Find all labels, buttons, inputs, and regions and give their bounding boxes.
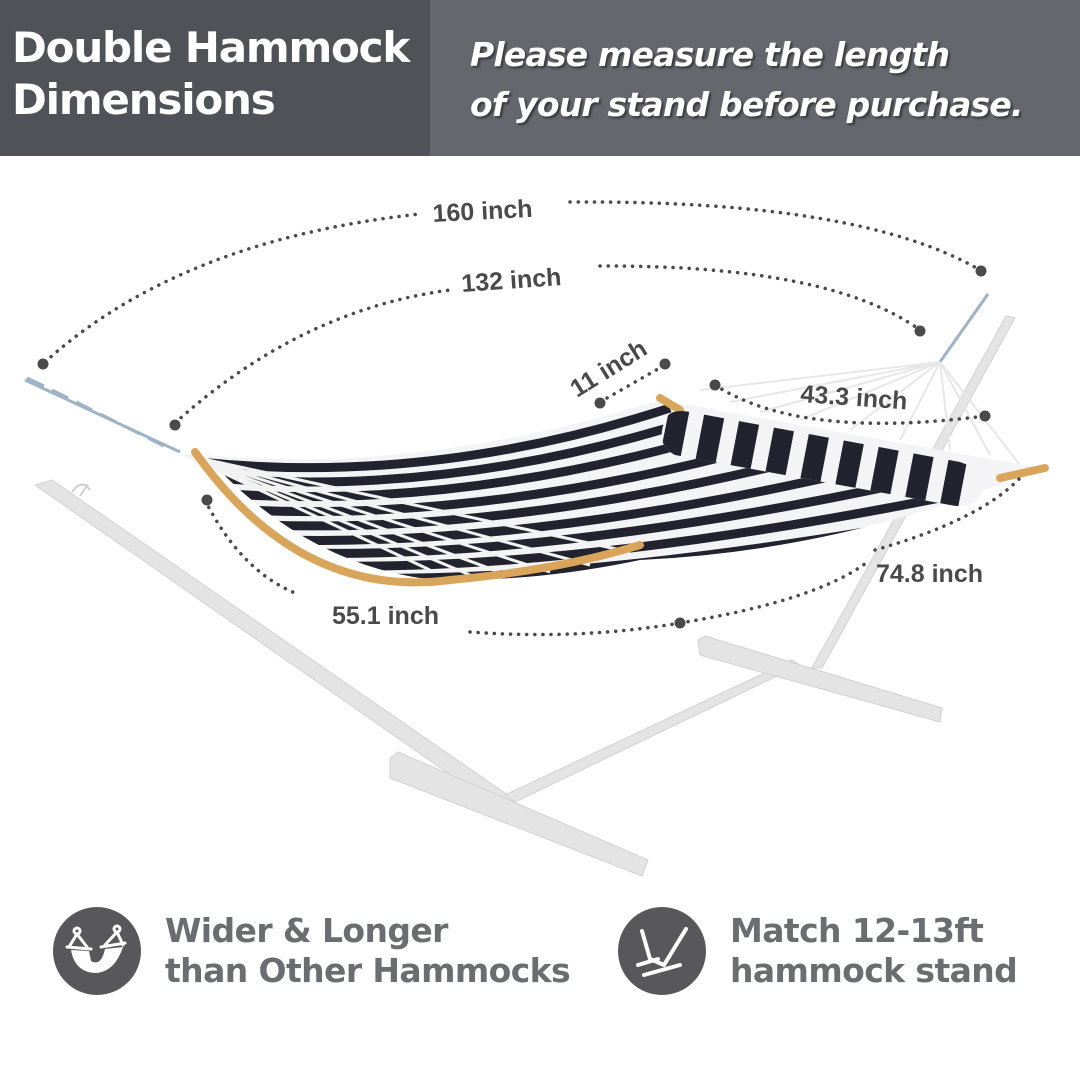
feature-2-line-1: Match 12-13ft xyxy=(730,911,984,950)
hammock-icon xyxy=(53,907,141,995)
spreader-bar-right-end xyxy=(996,464,1049,482)
header-banner: Double Hammock Dimensions Please measure… xyxy=(0,0,1080,156)
chain-right xyxy=(938,293,990,363)
hammock-stand xyxy=(33,315,1016,877)
label-overall-length: 160 inch xyxy=(432,195,533,228)
label-bed-length: 132 inch xyxy=(460,263,562,298)
notice-panel: Please measure the length of your stand … xyxy=(430,0,1080,156)
spreader-bar-right xyxy=(656,394,684,414)
title-panel: Double Hammock Dimensions xyxy=(0,0,430,156)
label-bed-width: 55.1 inch xyxy=(332,602,439,630)
label-bed-diagonal: 74.8 inch xyxy=(876,560,983,588)
label-pillow-length: 43.3 inch xyxy=(800,380,909,415)
page-title: Double Hammock Dimensions xyxy=(12,22,410,126)
spreader-bar-left xyxy=(191,448,644,587)
notice-text: Please measure the length of your stand … xyxy=(470,30,1024,130)
hammock-diagram: 160 inch 132 inch 11 inch 43.3 inch 74.8… xyxy=(24,195,1049,877)
label-spreader-offset: 11 inch xyxy=(565,334,652,403)
notice-line-2: of your stand before purchase. xyxy=(470,85,1024,124)
title-line-2: Dimensions xyxy=(12,75,276,124)
feature-1-line-2: than Other Hammocks xyxy=(165,951,571,990)
ropes-left xyxy=(184,453,631,578)
feature-2-line-2: hammock stand xyxy=(730,951,1018,990)
notice-line-1: Please measure the length xyxy=(470,35,950,74)
chain-left xyxy=(24,376,181,454)
stand-icon xyxy=(618,907,706,995)
title-line-1: Double Hammock xyxy=(12,23,410,72)
feature-stand-match: Match 12-13ft hammock stand xyxy=(618,907,1018,995)
feature-wider-longer: Wider & Longer than Other Hammocks xyxy=(53,907,571,995)
ropes-right xyxy=(699,361,1021,466)
dimension-endpoints xyxy=(37,265,991,629)
feature-1-line-1: Wider & Longer xyxy=(165,911,448,950)
